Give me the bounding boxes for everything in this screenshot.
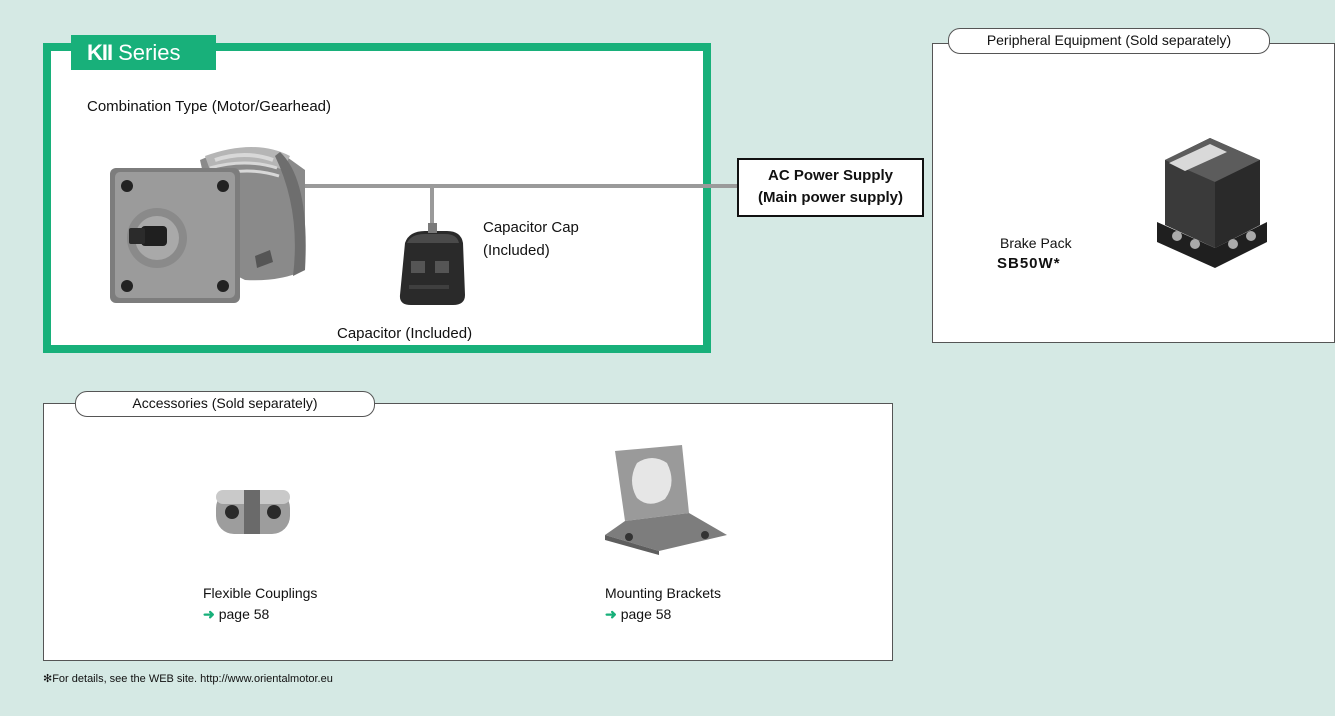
brake-pack-label: Brake Pack	[1000, 235, 1072, 251]
mounting-brackets-page: page 58	[620, 606, 672, 622]
capacitor-label: Capacitor (Included)	[337, 325, 473, 342]
ac-power-supply-box: AC Power Supply (Main power supply)	[737, 158, 924, 217]
peripheral-equipment-title: Peripheral Equipment (Sold separately)	[948, 28, 1270, 54]
flexible-couplings-page: page 58	[218, 606, 270, 622]
series-brand: KII	[87, 39, 113, 65]
capacitor-cap-line1: Capacitor Cap	[483, 219, 579, 236]
footnote: ✻For details, see the WEB site. http://w…	[43, 673, 333, 685]
brake-pack-image	[1157, 138, 1267, 268]
capacitor-cap-line2: (Included)	[483, 242, 550, 259]
peripheral-equipment-panel	[932, 43, 1335, 343]
capacitor-image	[399, 223, 465, 305]
series-label: Series	[118, 39, 181, 65]
flexible-couplings-label: Flexible Couplings	[203, 585, 318, 601]
flexible-couplings-link[interactable]: ➜page 58	[203, 606, 269, 624]
brake-pack-asterisk: *	[1053, 255, 1061, 272]
mounting-brackets-label: Mounting Brackets	[605, 585, 721, 601]
series-tab: KII Series	[71, 35, 216, 70]
accessories-title: Accessories (Sold separately)	[75, 391, 375, 417]
arrow-right-icon: ➜	[203, 606, 215, 622]
accessories-panel	[43, 403, 893, 661]
mounting-brackets-link[interactable]: ➜page 58	[605, 606, 671, 624]
capacitor-cable	[430, 186, 434, 228]
ac-power-line1: AC Power Supply	[767, 167, 894, 184]
power-cable	[292, 184, 737, 188]
motor-gearhead-image	[110, 147, 306, 303]
brake-pack-model-wrap: SB50W*	[997, 255, 1061, 274]
combination-type-title: Combination Type (Motor/Gearhead)	[87, 98, 332, 115]
arrow-right-icon: ➜	[605, 606, 617, 622]
brake-pack-model: SB50W	[997, 255, 1054, 272]
flexible-coupling-image	[216, 490, 290, 534]
mounting-bracket-image	[605, 445, 727, 555]
ac-power-line2: (Main power supply)	[757, 189, 903, 206]
